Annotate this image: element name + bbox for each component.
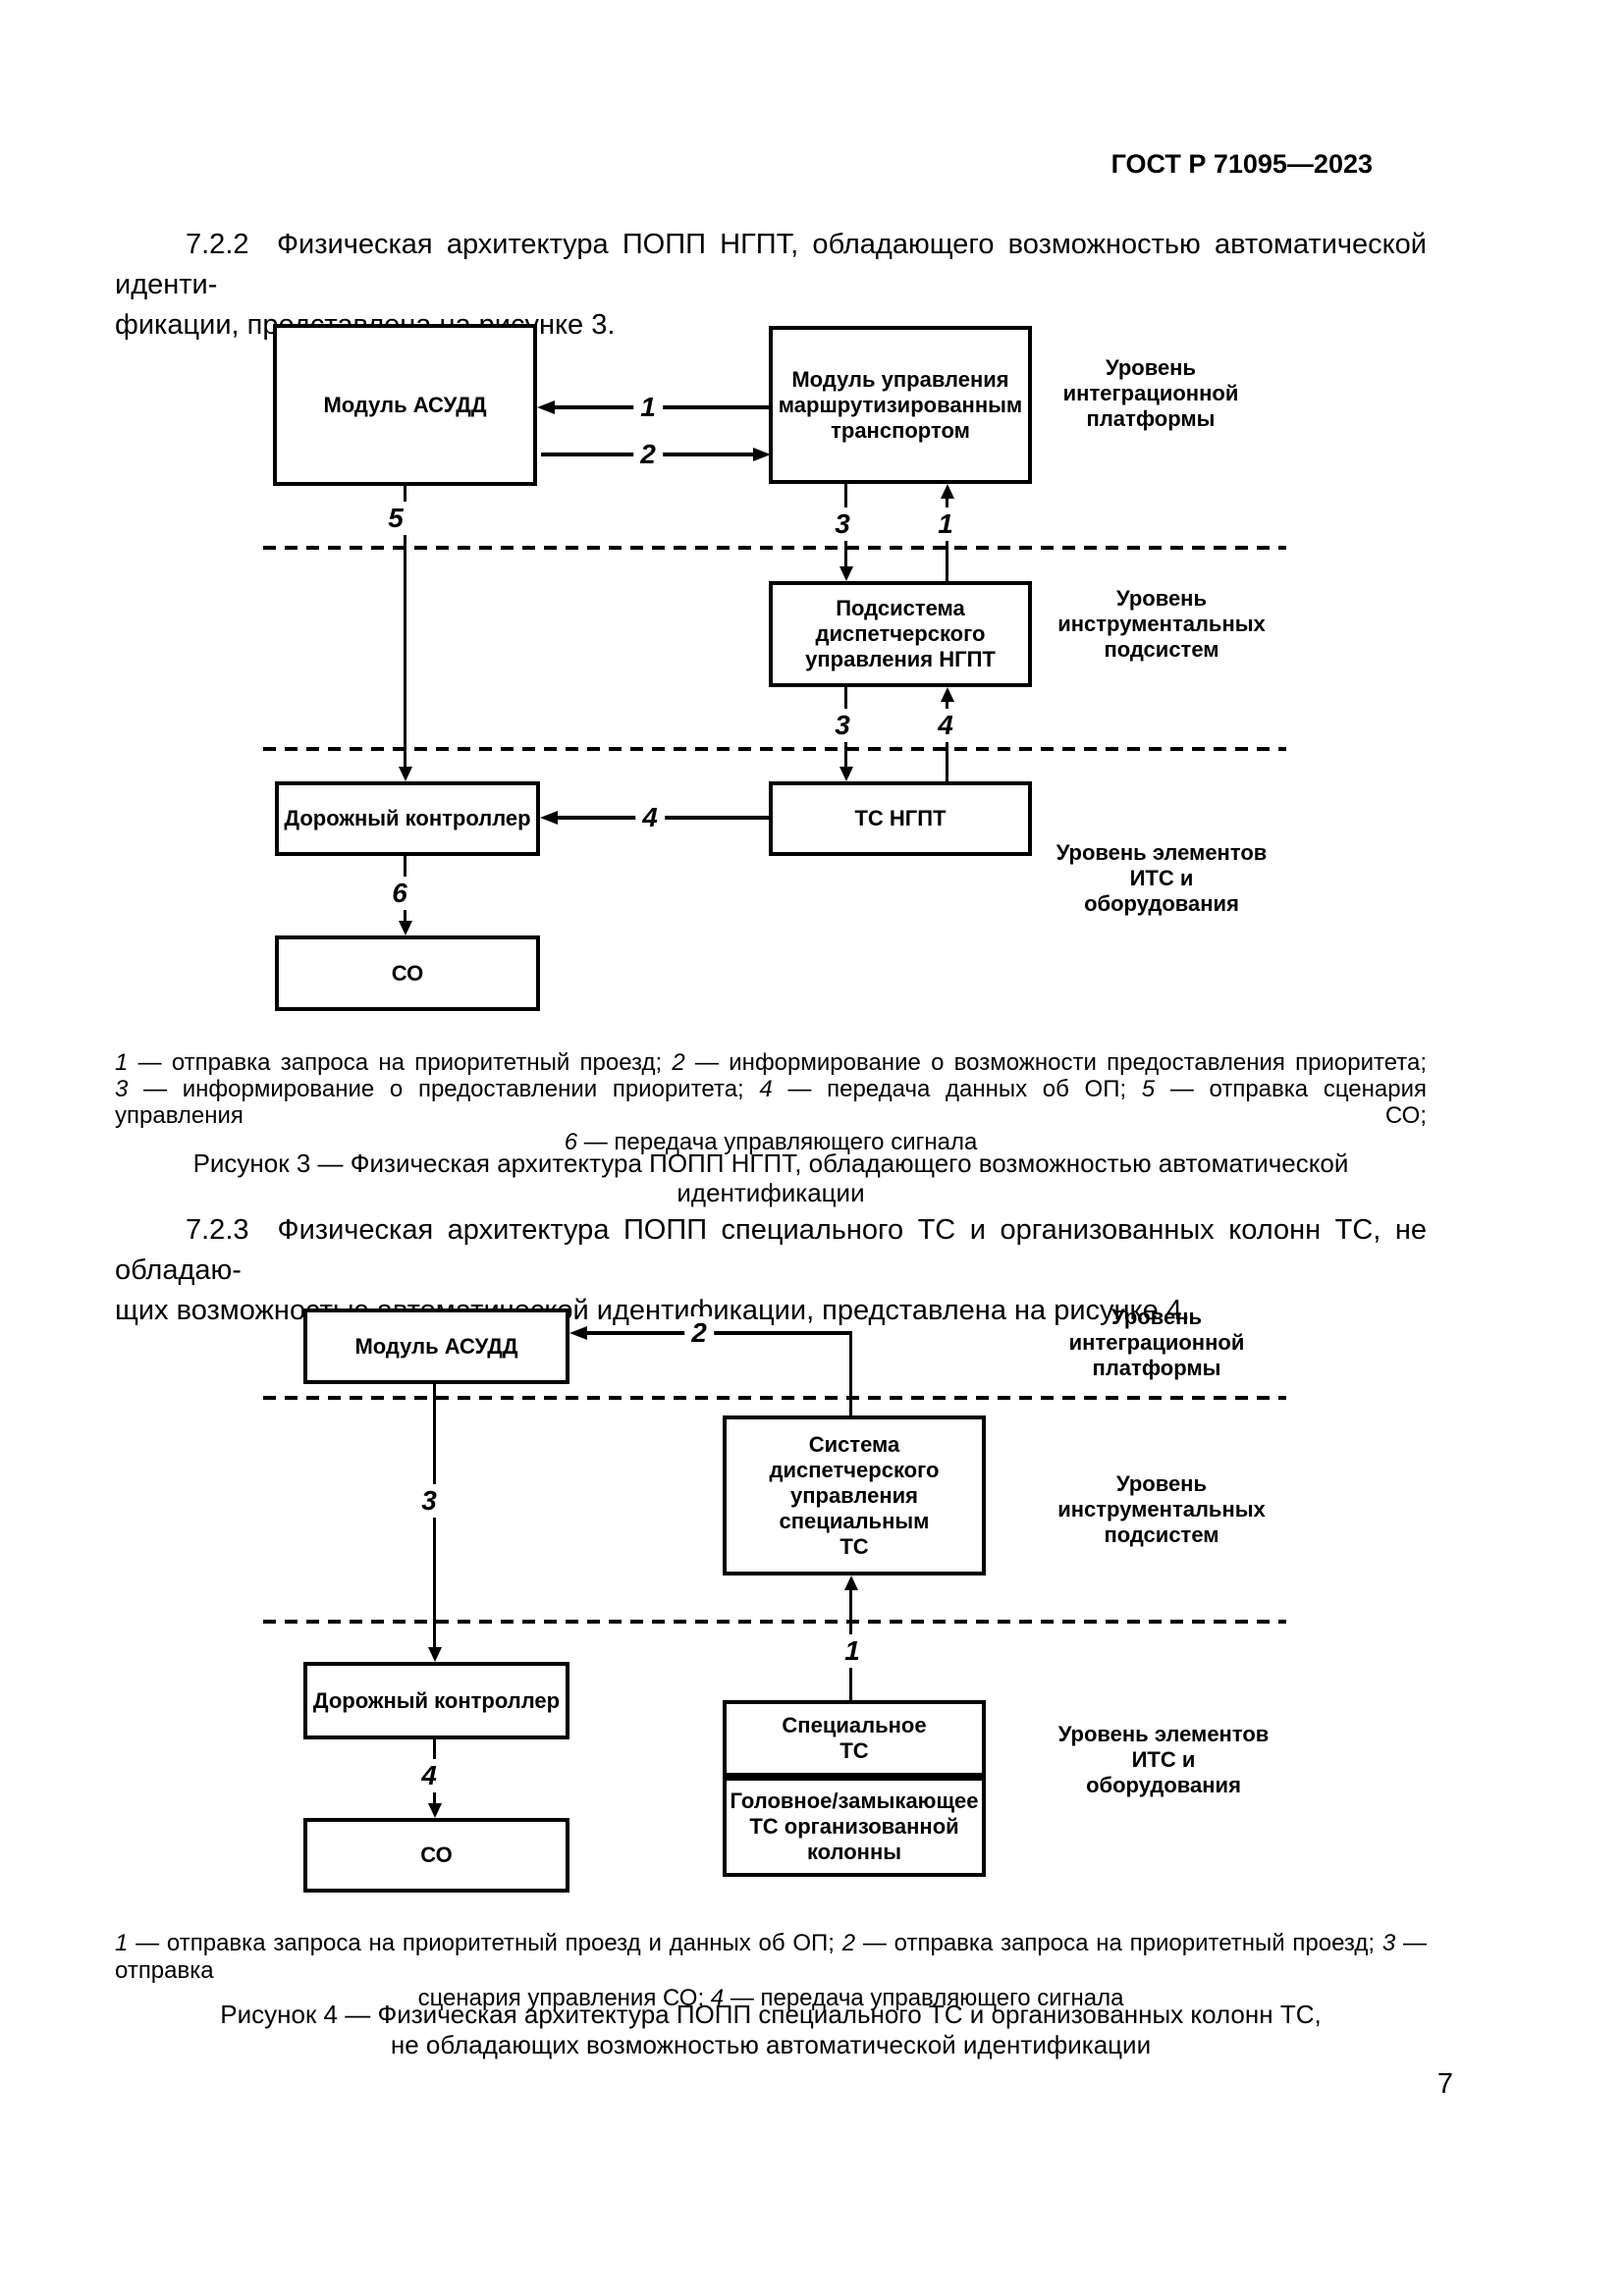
caption-line: Рисунок 4 — Физическая архитектура ПОПП …	[220, 2000, 1322, 2029]
paragraph-7-2-3: 7.2.3 Физическая архитектура ПОПП специа…	[115, 1210, 1427, 1331]
fig4-num-3: 3	[414, 1484, 444, 1518]
paragraph-line: 7.2.3 Физическая архитектура ПОПП специа…	[115, 1214, 1427, 1286]
fig3-arrow3a-arrowhead-icon	[839, 566, 853, 581]
fig4-level-integration-label: Уровень интеграционной платформы	[1068, 1305, 1245, 1380]
paragraph-line: 7.2.2 Физическая архитектура ПОПП НГПТ, …	[115, 229, 1427, 300]
fig4-arrow2-elbow-line	[849, 1331, 852, 1415]
fig4-arrow3-arrowhead-icon	[428, 1647, 442, 1662]
figure4-legend: 1 — отправка запроса на приоритетный про…	[115, 1930, 1427, 2012]
fig3-arrow5-line	[404, 486, 406, 767]
fig3-num-1: 1	[633, 391, 663, 424]
fig3-arrow1b-arrowhead-icon	[941, 484, 954, 499]
fig4-box-dispatch-system: Система диспетчерского управления специа…	[723, 1415, 986, 1575]
legend-line: 1 — отправка запроса на приоритетный про…	[115, 1930, 1427, 1984]
fig3-arrow6-arrowhead-icon	[399, 921, 412, 935]
fig4-box-asudd: Модуль АСУДД	[303, 1308, 569, 1384]
fig4-box-so: СО	[303, 1818, 569, 1893]
fig3-num-2: 2	[633, 438, 663, 471]
fig4-level-separator-1	[263, 1396, 1286, 1400]
fig3-num-5: 5	[381, 502, 410, 535]
paragraph-line: щих возможностью автоматической идентифи…	[115, 1295, 1190, 1326]
figure3-legend: 1 — отправка запроса на приоритетный про…	[115, 1049, 1427, 1155]
fig3-box-dispatch-subsystem: Подсистема диспетчерского управления НГП…	[769, 581, 1032, 687]
fig3-arrow1-arrowhead-icon	[537, 400, 555, 414]
fig4-num-1: 1	[838, 1634, 867, 1668]
legend-line: 1 — отправка запроса на приоритетный про…	[115, 1049, 1428, 1076]
fig3-num-4b: 4	[931, 709, 960, 742]
fig3-box-road-controller: Дорожный контроллер	[275, 781, 540, 856]
fig3-arrow2-arrowhead-icon	[753, 448, 771, 461]
legend-line: сценария управления СО; 4 — передача упр…	[417, 1985, 1124, 2011]
fig3-level-elements-label: Уровень элементов ИТС и оборудования	[1056, 840, 1268, 916]
fig3-arrow5-arrowhead-icon	[399, 767, 412, 781]
fig3-num-3a: 3	[828, 507, 857, 541]
fig3-arrow4b-arrowhead-icon	[941, 687, 954, 702]
fig3-box-route-control: Модуль управления маршрутизированным тра…	[769, 326, 1032, 484]
legend-line: 6 — передача управляющего сигнала	[564, 1129, 978, 1155]
fig3-box-ts-ngpt: ТС НГПТ	[769, 781, 1032, 856]
page-header: ГОСТ Р 71095—2023	[1110, 149, 1373, 179]
fig3-num-3b: 3	[828, 709, 857, 742]
fig4-level-separator-2	[263, 1620, 1286, 1624]
caption-line: не обладающих возможностью автоматическо…	[390, 2030, 1152, 2059]
fig4-arrow4-arrowhead-icon	[428, 1803, 442, 1818]
fig3-num-6: 6	[385, 877, 414, 910]
fig4-level-elements-label: Уровень элементов ИТС и оборудования	[1057, 1722, 1270, 1797]
fig4-level-instrumental-label: Уровень инструментальных подсистем	[1057, 1471, 1266, 1547]
page-number: 7	[1436, 2068, 1453, 2100]
fig4-num-2: 2	[684, 1316, 714, 1350]
fig3-box-so: СО	[275, 935, 540, 1011]
fig4-box-lead-ts: Головное/замыкающее ТС организованной ко…	[723, 1777, 986, 1877]
fig3-level-separator-2	[263, 747, 1286, 751]
fig3-level-integration-label: Уровень интеграционной платформы	[1062, 355, 1239, 431]
legend-line: 3 — информирование о предоставлении прио…	[115, 1076, 1427, 1129]
figure3-caption: Рисунок 3 — Физическая архитектура ПОПП …	[192, 1148, 1349, 1207]
fig3-arrow3b-arrowhead-icon	[839, 767, 853, 781]
fig3-arrow1-line	[555, 405, 771, 409]
fig4-num-4: 4	[414, 1759, 444, 1792]
fig3-arrow4-arrowhead-icon	[540, 811, 558, 825]
figure4-caption: Рисунок 4 — Физическая архитектура ПОПП …	[115, 2000, 1427, 2060]
fig4-arrow2-arrowhead-icon	[569, 1326, 587, 1340]
fig3-box-asudd: Модуль АСУДД	[273, 324, 537, 486]
fig3-num-4: 4	[635, 801, 665, 834]
fig4-box-special-ts: Специальное ТС	[723, 1700, 986, 1777]
fig4-box-road-controller: Дорожный контроллер	[303, 1662, 569, 1739]
fig3-level-instrumental-label: Уровень инструментальных подсистем	[1057, 586, 1266, 662]
fig4-arrow2-line	[587, 1331, 852, 1335]
fig4-arrow1-arrowhead-icon	[844, 1575, 858, 1590]
fig3-num-1b: 1	[931, 507, 960, 541]
fig3-level-separator-1	[263, 546, 1286, 550]
